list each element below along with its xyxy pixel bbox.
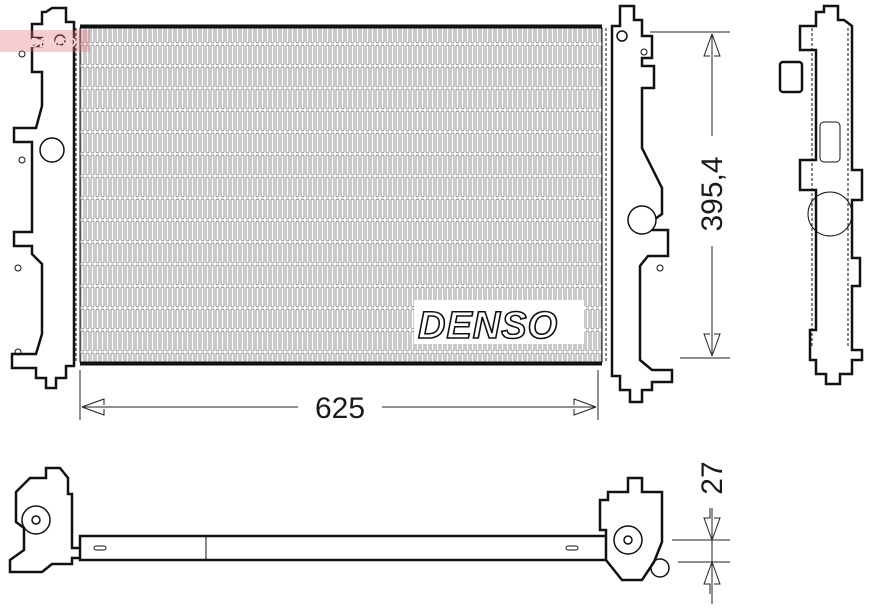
mount-hole-icon bbox=[656, 264, 664, 272]
left-tank bbox=[10, 6, 76, 390]
plug-icon bbox=[54, 34, 66, 46]
right-tank bbox=[610, 4, 674, 404]
denso-logo: DENSO bbox=[418, 305, 558, 347]
mount-hole-icon bbox=[14, 348, 22, 356]
depth-dimension bbox=[672, 508, 730, 604]
height-dimension bbox=[650, 31, 730, 359]
top-view bbox=[8, 466, 664, 582]
side-view bbox=[778, 4, 864, 386]
mount-hole-icon bbox=[18, 50, 26, 58]
mount-hole-icon bbox=[18, 156, 26, 164]
plug-icon bbox=[616, 30, 628, 42]
left-port-icon bbox=[39, 137, 65, 163]
front-view: DENSO DENSO bbox=[0, 4, 674, 404]
width-value: 625 bbox=[315, 392, 365, 425]
fan-mount-icon bbox=[613, 525, 643, 555]
mount-hole-icon bbox=[640, 48, 648, 56]
mount-hole-icon bbox=[14, 264, 22, 272]
fan-mount-icon bbox=[21, 505, 51, 535]
width-dimension bbox=[79, 370, 599, 420]
watermark-band bbox=[0, 30, 90, 52]
right-port-icon bbox=[627, 205, 657, 235]
height-value: 395,4 bbox=[696, 156, 729, 231]
watermark-text: DENSO bbox=[30, 35, 76, 50]
depth-value: 27 bbox=[696, 461, 729, 494]
